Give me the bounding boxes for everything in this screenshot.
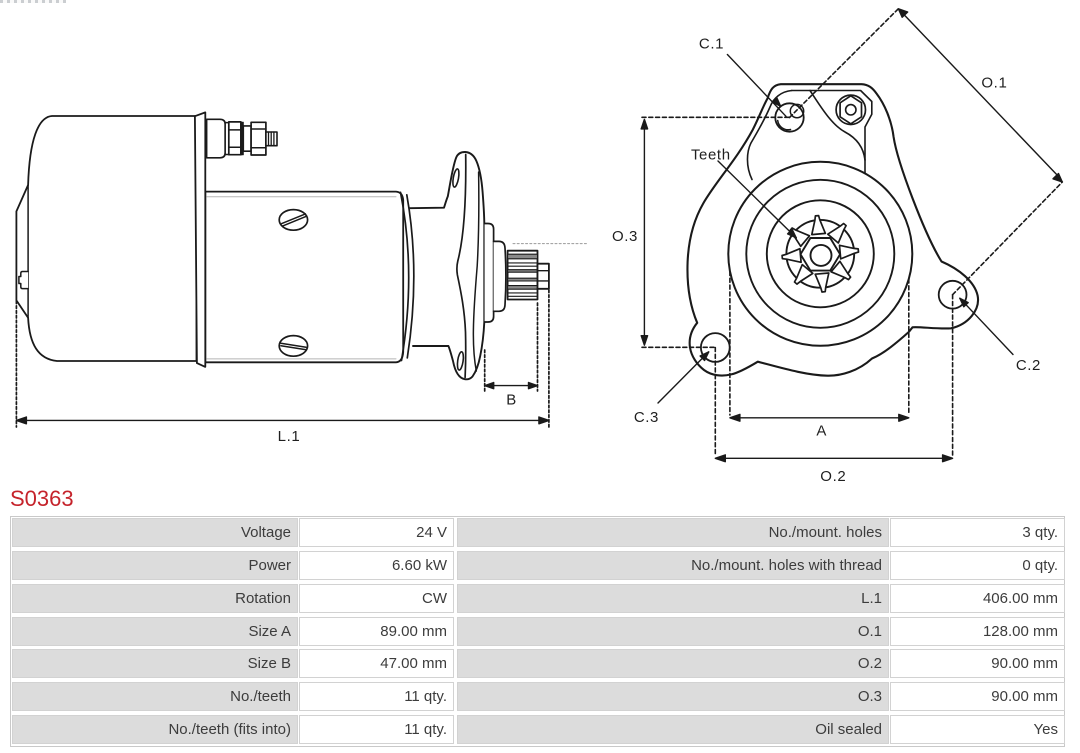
svg-text:L.1: L.1: [278, 428, 301, 445]
svg-text:O.3: O.3: [612, 228, 638, 245]
svg-text:O.2: O.2: [820, 468, 846, 485]
svg-text:C.2: C.2: [1016, 357, 1041, 374]
svg-text:C.1: C.1: [699, 36, 724, 53]
svg-text:O.1: O.1: [981, 74, 1007, 91]
svg-text:B: B: [506, 392, 517, 409]
svg-text:A: A: [816, 423, 827, 440]
svg-text:C.3: C.3: [634, 409, 659, 426]
svg-text:Teeth: Teeth: [691, 147, 731, 164]
